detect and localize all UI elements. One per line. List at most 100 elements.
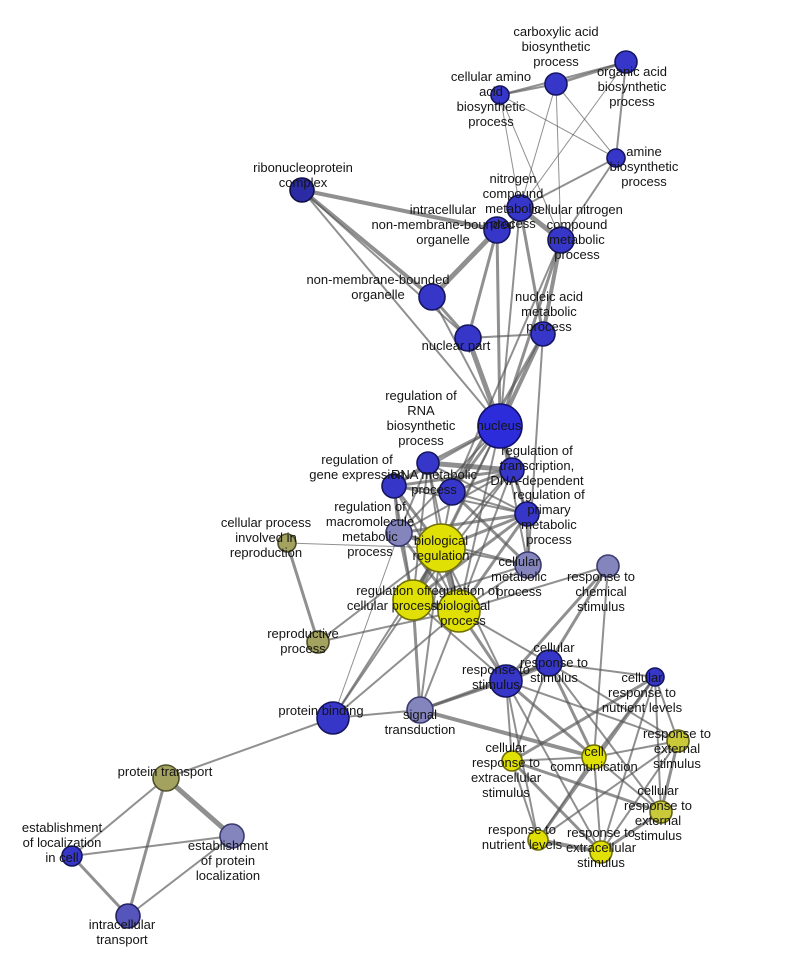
label-line: metabolic (491, 569, 547, 584)
node-nucleic-acid-metabolic-process[interactable] (530, 321, 556, 347)
label-line: DNA-dependent (490, 473, 584, 488)
edge-reproductive-process--biological-regulation (317, 547, 442, 643)
node-cellular-amino-acid-biosynthetic-process[interactable] (490, 85, 510, 105)
node-organic-acid-biosynthetic-process[interactable] (614, 50, 638, 74)
node-response-to-external-stimulus[interactable] (666, 729, 690, 753)
edge-cellular-nitrogen-compound-metabolic-process--rna-metabolic-process (451, 239, 562, 493)
label-line: extracellular (471, 770, 542, 785)
label-line: nuclear part (422, 338, 491, 353)
label-line: response to (472, 755, 540, 770)
label-line: cellular process (347, 598, 438, 613)
label-line: localization (196, 868, 260, 883)
node-cellular-metabolic-process[interactable] (514, 551, 542, 579)
edge-regulation-of-transcription-dna-dependent--regulation-of-cellular-process (412, 469, 513, 601)
node-response-to-stimulus[interactable] (489, 664, 523, 698)
label-line: nucleus (477, 418, 522, 433)
node-establishment-of-protein-localization[interactable] (219, 823, 245, 849)
node-cellular-process-involved-in-reproduction[interactable] (277, 533, 297, 553)
label-line: involved in (235, 530, 296, 545)
edge-reproductive-process--regulation-of-biological-process (317, 610, 460, 643)
label-line: process (533, 54, 579, 69)
label-nucleus: nucleus (477, 418, 522, 433)
node-carboxylic-acid-biosynthetic-process[interactable] (544, 72, 568, 96)
node-protein-binding[interactable] (316, 701, 350, 735)
edge-protein-transport--establishment-of-localization-in-cell (71, 777, 167, 857)
label-line: stimulus (577, 855, 625, 870)
node-regulation-of-rna-biosynthetic-process[interactable] (416, 451, 440, 475)
node-non-membrane-bounded-organelle[interactable] (418, 283, 446, 311)
label-line: nutrient levels (482, 837, 563, 852)
label-line: establishment (22, 820, 103, 835)
edge-organic-acid-biosynthetic-process--nitrogen-compound-metabolic-process (519, 61, 627, 209)
edge-cellular-amino-acid-biosynthetic-process--nitrogen-compound-metabolic-process (499, 94, 521, 209)
edge-nucleus--cellular-metabolic-process (499, 425, 529, 566)
node-amine-biosynthetic-process[interactable] (606, 148, 626, 168)
label-line: intracellular (410, 202, 477, 217)
label-line: reproductive (267, 626, 339, 641)
node-biological-regulation[interactable] (416, 523, 466, 573)
node-nuclear-part[interactable] (454, 324, 482, 352)
label-line: response to (567, 569, 635, 584)
edge-regulation-of-primary-metabolic-process--regulation-of-macromolecule-metabolic-process (397, 512, 529, 535)
node-regulation-of-cellular-process[interactable] (392, 579, 434, 621)
node-regulation-of-macromolecule-metabolic-process[interactable] (385, 519, 413, 547)
edge-cellular-response-to-extracellular-stimulus--cellular-response-to-external-stimulus (510, 759, 663, 814)
node-response-to-extracellular-stimulus[interactable] (589, 840, 613, 864)
node-intracellular-transport[interactable] (115, 903, 141, 929)
edge-regulation-of-rna-biosynthetic-process--regulation-of-transcription-dna-dependent (425, 460, 515, 473)
node-establishment-of-localization-in-cell[interactable] (61, 845, 83, 867)
label-line: organelle (351, 287, 405, 302)
edge-nitrogen-compound-metabolic-process--nucleus (499, 207, 521, 427)
edge-cell-communication--cellular-response-to-extracellular-stimulus (511, 756, 595, 762)
edge-cellular-response-to-nutrient-levels--cellular-response-to-external-stimulus (654, 676, 662, 813)
node-ribonucleoprotein-complex[interactable] (289, 177, 315, 203)
node-signal-transduction[interactable] (406, 696, 434, 724)
node-cell-communication[interactable] (581, 744, 607, 770)
label-line: cellular amino (451, 69, 531, 84)
label-line: process (496, 584, 542, 599)
node-regulation-of-gene-expression[interactable] (381, 473, 407, 499)
edge-response-to-stimulus--cell-communication (504, 679, 596, 759)
node-regulation-of-biological-process[interactable] (437, 589, 481, 633)
node-cellular-response-to-nutrient-levels[interactable] (645, 667, 665, 687)
node-cellular-response-to-external-stimulus[interactable] (649, 800, 673, 824)
label-line: amine (626, 144, 661, 159)
node-regulation-of-primary-metabolic-process[interactable] (514, 501, 540, 527)
label-line: stimulus (530, 670, 578, 685)
label-line: ribonucleoprotein (253, 160, 353, 175)
node-rna-metabolic-process[interactable] (438, 478, 466, 506)
node-nitrogen-compound-metabolic-process[interactable] (506, 194, 534, 222)
node-response-to-chemical-stimulus[interactable] (596, 554, 620, 578)
node-cellular-response-to-extracellular-stimulus[interactable] (501, 750, 523, 772)
edge-layer (70, 60, 680, 918)
node-intracellular-non-membrane-bounded-organelle[interactable] (483, 216, 511, 244)
label-line: process (411, 482, 457, 497)
label-line: external (654, 741, 700, 756)
node-cellular-nitrogen-compound-metabolic-process[interactable] (547, 226, 575, 254)
node-response-to-nutrient-levels[interactable] (527, 829, 549, 851)
node-regulation-of-transcription-dna-dependent[interactable] (499, 457, 525, 483)
node-reproductive-process[interactable] (306, 630, 330, 654)
node-cellular-response-to-stimulus[interactable] (535, 649, 563, 677)
edge-response-to-chemical-stimulus--response-to-stimulus (504, 564, 610, 683)
node-nucleus[interactable] (477, 403, 523, 449)
label-line: transport (96, 932, 148, 947)
edge-regulation-of-transcription-dna-dependent--regulation-of-biological-process (458, 469, 513, 612)
label-line: cellular nitrogen (531, 202, 623, 217)
edge-ribonucleoprotein-complex--nucleus (301, 189, 501, 427)
edge-amine-biosynthetic-process--nitrogen-compound-metabolic-process (519, 157, 617, 209)
node-protein-transport[interactable] (152, 764, 180, 792)
edge-cellular-response-to-stimulus--cell-communication (547, 661, 596, 759)
